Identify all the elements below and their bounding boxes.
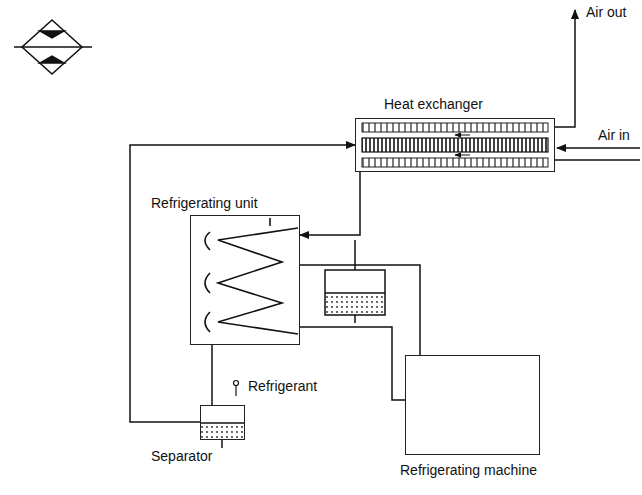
pipe-connector: [300, 172, 360, 235]
evaporator-coil: [205, 218, 298, 334]
drain-tank: [325, 240, 385, 323]
node-heading: Heat exchanger: [382, 96, 485, 113]
heat-exchanger: Heat exchanger: [355, 118, 555, 172]
node-heading: Separator: [149, 448, 214, 465]
separator-details: [200, 423, 245, 448]
refrigerating-machine: Refrigerating machine: [405, 355, 540, 455]
pipe-connector: [211, 345, 213, 405]
heat-exchanger-tubes: [362, 123, 548, 167]
dryer-symbol: [14, 20, 92, 74]
node-heading: Refrigerating machine: [398, 462, 539, 479]
separator-tank: Separator: [200, 405, 245, 440]
node-heading: Refrigerating unit: [149, 195, 260, 212]
air-in-label: Air in: [596, 127, 632, 144]
air-out-label: Air out: [584, 4, 628, 21]
refrigerant-marker: [234, 381, 239, 397]
air-pipes: [555, 10, 640, 160]
pipe-connector: [130, 145, 355, 422]
refrigerant-label: Refrigerant: [246, 378, 319, 395]
refrigerating-unit: Refrigerating unit: [190, 215, 300, 345]
pipe-connector: [300, 265, 420, 355]
